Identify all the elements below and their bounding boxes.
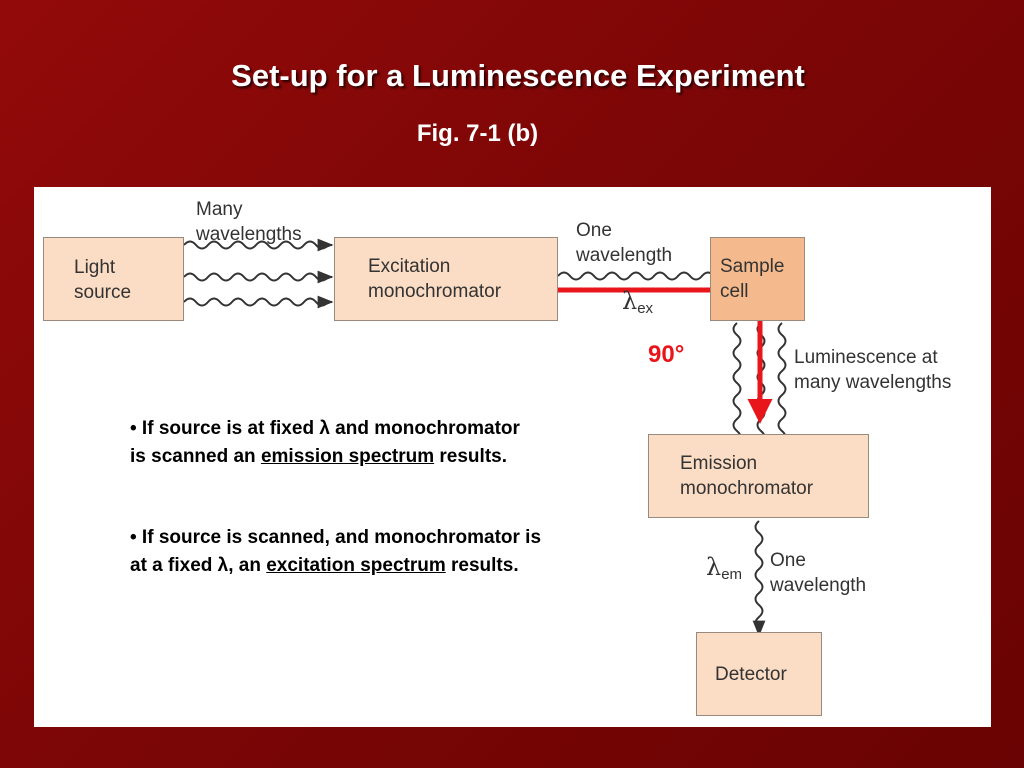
sample-line2: cell xyxy=(720,281,749,302)
bullet-excitation: • If source is scanned, and monochromato… xyxy=(130,524,550,580)
luminescence-label: Luminescence at many wavelengths xyxy=(794,345,951,395)
many-wavelengths-line1: Many xyxy=(196,199,243,220)
excitation-line2: monochromator xyxy=(368,281,502,302)
wave-arrow-3 xyxy=(183,295,334,309)
detector-label: Detector xyxy=(715,664,787,685)
lambda-em-subscript: em xyxy=(721,566,743,583)
angle-label: 90° xyxy=(648,341,685,368)
luminescence-line1: Luminescence at xyxy=(794,347,938,368)
many-wavelengths-line2: wavelengths xyxy=(196,224,302,245)
lambda-em-symbol: λ xyxy=(706,553,722,581)
bullet-emission: • If source is at fixed λ and monochroma… xyxy=(130,415,540,471)
figure-caption: Fig. 7-1 (b) xyxy=(416,120,539,147)
one-wavelength-bottom-line2: wavelength xyxy=(770,575,867,596)
sample-cell-box: Sample cell xyxy=(710,237,805,321)
one-wavelength-bottom-label: One wavelength xyxy=(770,548,866,598)
diagram-panel: Light source Excitation monochromator Sa… xyxy=(34,187,991,727)
emission-spectrum-term: emission spectrum xyxy=(260,446,435,467)
light-source-line2: source xyxy=(74,282,132,303)
emission-monochromator-box: Emission monochromator xyxy=(648,434,869,518)
wave-arrow-excitation xyxy=(557,269,732,283)
wave-arrow-1 xyxy=(183,238,334,252)
one-wavelength-top-line1: One xyxy=(576,220,612,241)
excitation-monochromator-box: Excitation monochromator xyxy=(334,237,558,321)
lambda-ex-symbol: λ xyxy=(622,287,638,315)
wave-arrow-detector xyxy=(752,520,766,637)
detector-box: Detector xyxy=(696,632,822,716)
one-wavelength-top-label: One wavelength xyxy=(576,218,672,268)
luminescence-line2: many wavelengths xyxy=(794,372,952,393)
bullet-excitation-tail: results. xyxy=(445,555,519,576)
lambda-ex-subscript: ex xyxy=(637,300,654,317)
slide-title: Set-up for a Luminescence Experiment xyxy=(231,58,805,93)
bullet-emission-lead: • If source is at fixed λ and monochroma… xyxy=(130,418,520,467)
emission-line2: monochromator xyxy=(680,478,814,499)
emission-line1: Emission xyxy=(680,453,758,474)
one-wavelength-bottom-line1: One xyxy=(770,550,806,571)
sample-line1: Sample xyxy=(720,256,785,277)
lambda-em-label: λem xyxy=(706,553,742,583)
light-source-line1: Light xyxy=(74,257,116,278)
excitation-spectrum-term: excitation spectrum xyxy=(266,555,446,576)
bullet-excitation-lead: • If source is scanned, and monochromato… xyxy=(130,527,542,576)
lambda-ex-label: λex xyxy=(622,287,653,317)
excitation-line1: Excitation xyxy=(368,256,451,277)
light-source-box: Light source xyxy=(43,237,184,321)
wave-arrow-2 xyxy=(183,270,334,284)
bullet-emission-tail: results. xyxy=(434,446,507,467)
one-wavelength-top-line2: wavelength xyxy=(576,245,673,266)
many-wavelengths-label: Many wavelengths xyxy=(196,197,302,247)
